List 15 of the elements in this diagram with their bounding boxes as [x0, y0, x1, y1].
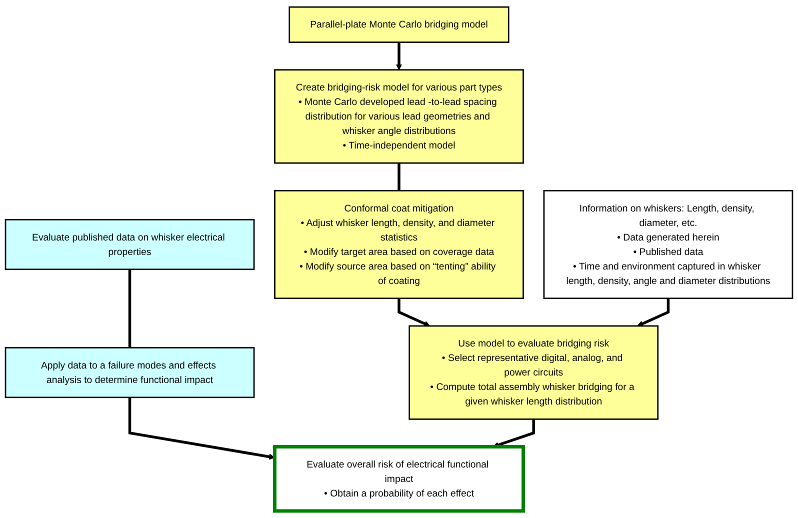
node-box: Information on whiskers: Length, density, diameter, etc. • Data generated herein • Published data • Time and environment captured in whisker length, density, angle and diameter distributions [543, 190, 794, 300]
node-box: Evaluate published data on whisker electrical properties [4, 218, 255, 270]
node-box: Parallel-plate Monte Carlo bridging model [288, 6, 510, 43]
connector [398, 163, 400, 191]
node-box: Conformal coat mitigation • Adjust whisker length, density, and diameter statistics • Modify target area based on coverage data • Modify source area based on “tenting” ability of coating [274, 190, 524, 300]
arrow [492, 419, 535, 448]
node-box: Apply data to a failure modes and effects analysis to determine functional impact [4, 347, 255, 398]
node-box: Create bridging-risk model for various part types • Monte Carlo developed lead -to-lead spacing distribution for various lead geometries and whisker angle distributions • Time-independent model [274, 69, 524, 164]
arrow [396, 42, 402, 70]
arrow [637, 298, 670, 326]
connector [128, 269, 132, 348]
node-box: Evaluate overall risk of electrical functional impact • Obtain a probability of each effect [273, 445, 525, 513]
arrow [128, 397, 276, 460]
arrow [398, 298, 430, 326]
node-box: Use model to evaluate bridging risk • Select representative digital, analog, and power circuits • Compute total assembly whisker bridging for a given whisker length distribution [408, 325, 659, 420]
